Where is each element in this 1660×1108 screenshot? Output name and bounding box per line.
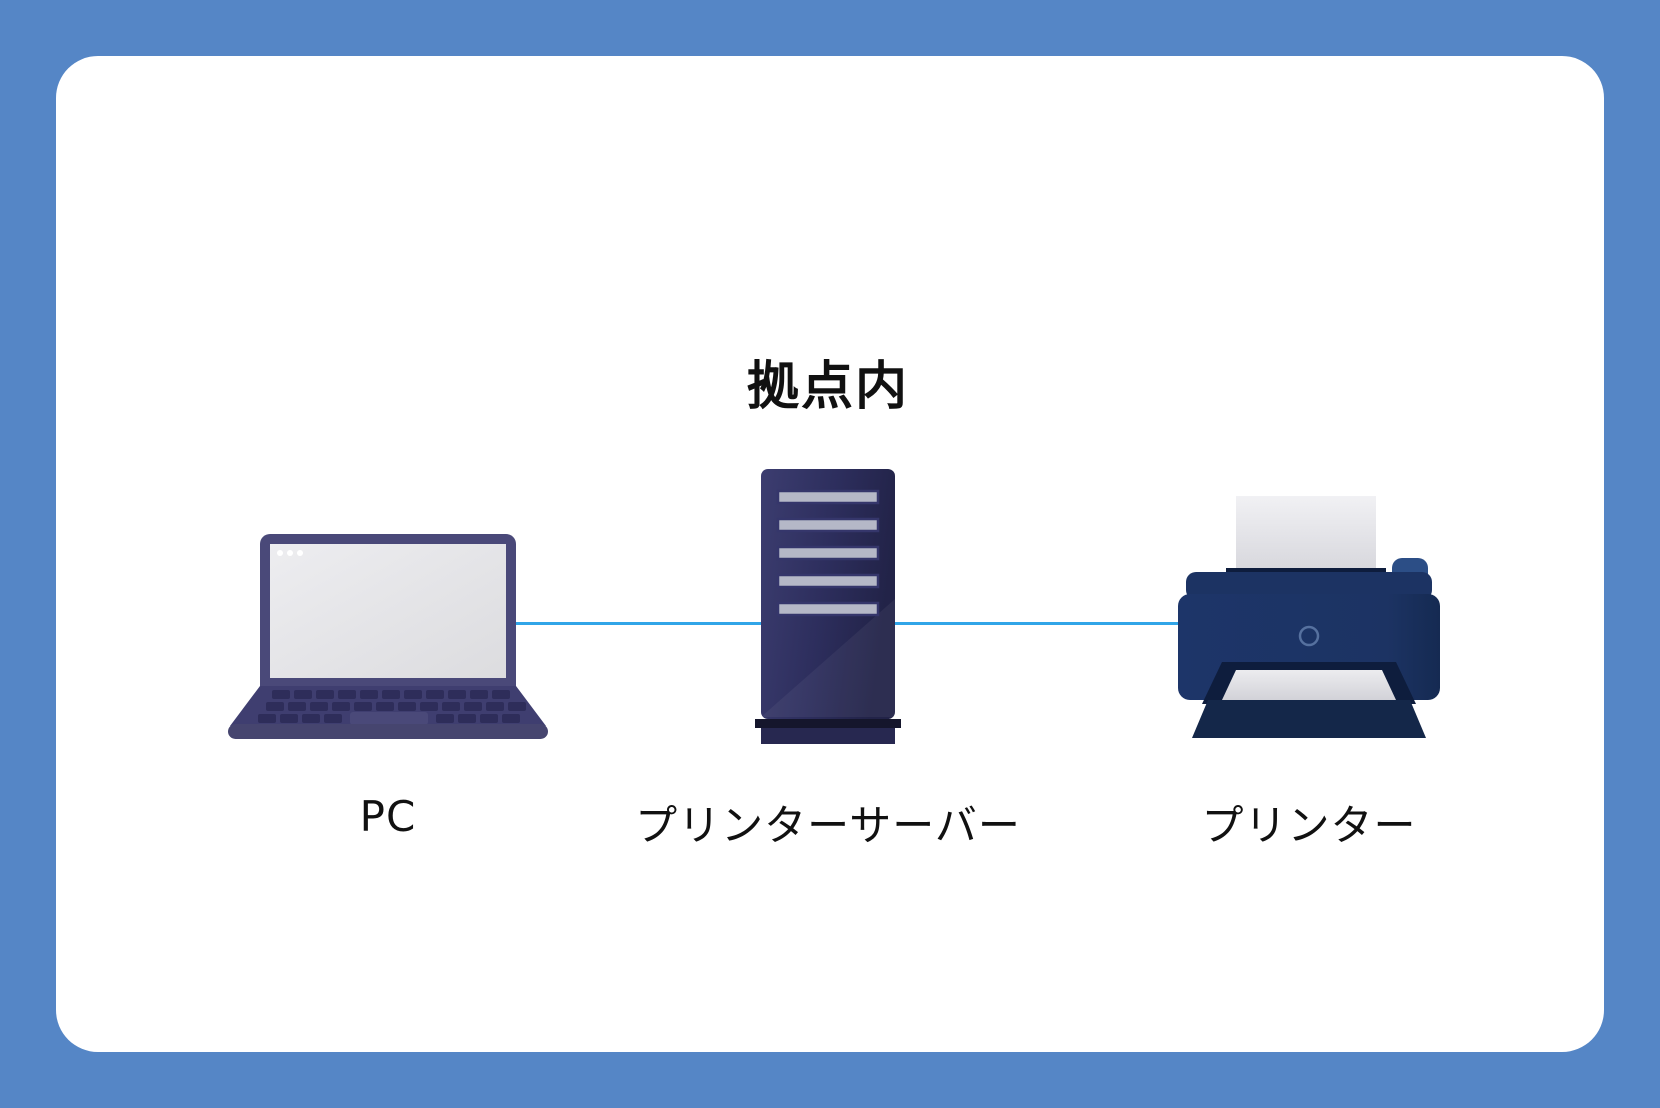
node-label: プリンター [1201, 801, 1417, 850]
diagram-title: 拠点内 [746, 357, 909, 417]
node-printer: プリンター [1178, 464, 1440, 853]
node-label: PC [359, 792, 417, 841]
node-pc: PC [228, 464, 548, 841]
server-icon [753, 464, 903, 744]
node-printer-server: プリンターサーバー [635, 464, 1020, 853]
laptop-icon [228, 464, 548, 744]
diagram-card: 拠点内 [56, 56, 1604, 1052]
printer-icon [1178, 464, 1440, 744]
node-label: プリンターサーバー [635, 801, 1021, 850]
